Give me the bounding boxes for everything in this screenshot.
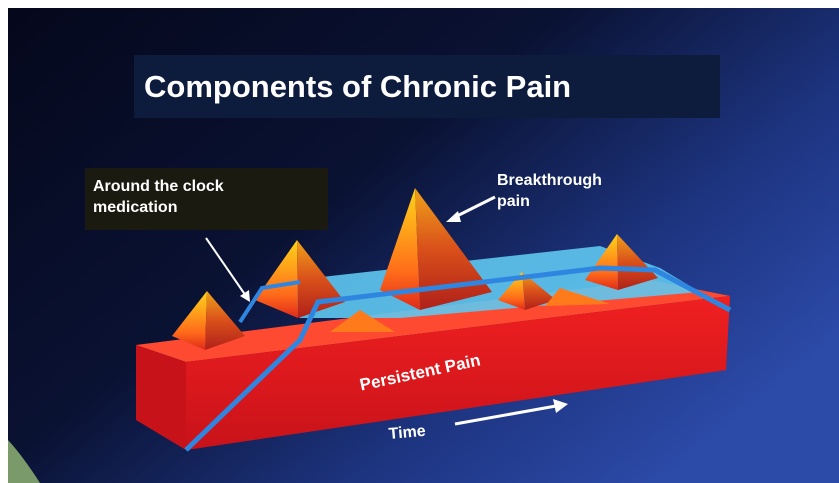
- slide: Components of Chronic Pain Around the cl…: [8, 8, 839, 483]
- page-title: Components of Chronic Pain: [134, 55, 720, 118]
- time-label: Time: [388, 423, 426, 444]
- breakthrough-pain-label: Breakthrough pain: [497, 170, 667, 212]
- page-title-text: Components of Chronic Pain: [144, 69, 571, 105]
- around-the-clock-label: Around the clock medication: [85, 168, 328, 230]
